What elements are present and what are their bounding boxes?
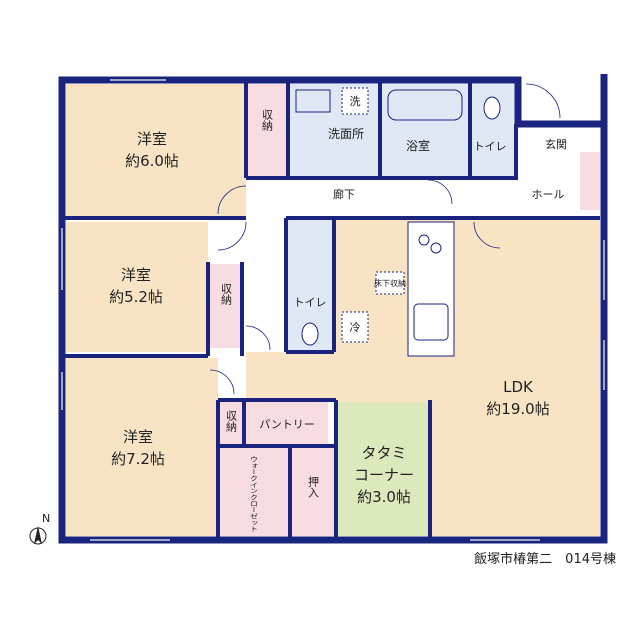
label-yoshitsu-2-name: 洋室 — [121, 266, 151, 284]
label-ldk-name: LDK — [503, 378, 534, 396]
label-hall: ホール — [532, 188, 565, 201]
corridor-lower — [246, 352, 336, 402]
label-walkin-closet: ウォークインクローゼット — [250, 456, 259, 532]
door-swings — [209, 83, 561, 395]
interior-walls — [62, 80, 600, 540]
compass-label: N — [42, 512, 50, 525]
label-tatami-line2: コーナー — [354, 466, 414, 484]
sink-washroom — [295, 89, 331, 113]
pantry-area — [246, 402, 328, 446]
label-yoshitsu-1-name: 洋室 — [137, 130, 167, 148]
room-yoshitsu-1 — [66, 84, 246, 216]
label-toilet-2: トイレ — [294, 296, 327, 309]
label-oshiire: 押入 — [307, 475, 320, 498]
compass-arrow-icon — [34, 526, 42, 544]
label-genkan: 玄関 — [545, 137, 567, 151]
label-ldk-size: 約19.0帖 — [486, 400, 549, 418]
label-underfloor-storage: 床下収納 — [374, 278, 406, 288]
toilet-bowl-1 — [483, 96, 501, 120]
kitchen-sink — [413, 303, 449, 341]
label-tatami-size: 約3.0帖 — [357, 488, 411, 506]
room-yoshitsu-2 — [66, 222, 208, 352]
kitchen-counter — [407, 221, 455, 357]
label-bathroom: 浴室 — [406, 138, 430, 153]
label-washer: 洗 — [350, 95, 361, 108]
underfloor-box — [375, 271, 405, 295]
stove-icon — [418, 234, 430, 246]
toilet-bowl-2 — [301, 322, 319, 346]
utility-area — [288, 220, 334, 286]
label-yoshitsu-2-size: 約5.2帖 — [109, 288, 163, 306]
tatami-area — [338, 402, 428, 536]
fridge-box — [341, 311, 369, 343]
plan-caption: 飯塚市椿第二 014号棟 — [474, 552, 616, 567]
label-toilet-1: トイレ — [474, 140, 507, 153]
label-tatami-line1: タタミ — [361, 444, 406, 462]
storage-1 — [248, 84, 286, 176]
stove-icon — [430, 242, 442, 254]
storage-2 — [210, 264, 242, 348]
label-corridor: 廊下 — [333, 187, 355, 201]
washer-box — [341, 87, 369, 115]
walkin-area — [220, 448, 290, 536]
label-yoshitsu-3-name: 洋室 — [123, 428, 153, 446]
bathtub — [387, 89, 463, 121]
room-yoshitsu-3 — [66, 358, 218, 536]
label-washroom: 洗面所 — [328, 127, 364, 141]
label-pantry: パントリー — [259, 418, 315, 431]
oshiire-area — [292, 448, 336, 536]
label-fridge: 冷 — [350, 321, 361, 334]
label-storage-3: 収納 — [225, 410, 238, 433]
genkan-step — [580, 152, 600, 210]
label-storage-2: 収納 — [220, 283, 233, 306]
bathroom — [382, 84, 470, 176]
ldk-area — [336, 218, 600, 536]
outer-walls — [58, 74, 608, 544]
storage-3 — [220, 402, 242, 444]
windows — [61, 79, 605, 541]
label-yoshitsu-3-size: 約7.2帖 — [111, 450, 165, 468]
label-storage-1: 収納 — [261, 109, 274, 132]
label-yoshitsu-1-size: 約6.0帖 — [125, 152, 179, 170]
